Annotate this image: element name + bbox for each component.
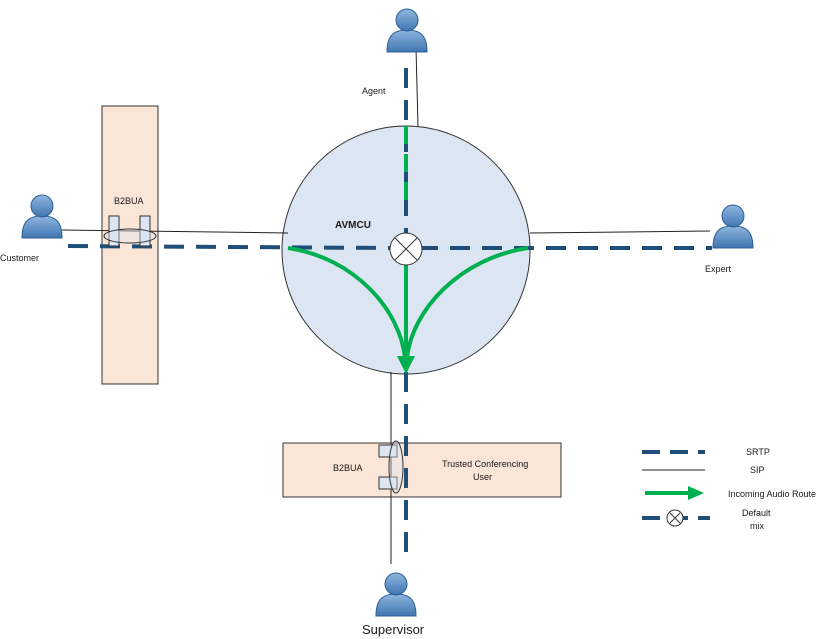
trusted-conferencing-box bbox=[282, 442, 562, 498]
b2bua-bottom-label: B2BUA bbox=[333, 463, 363, 473]
expert-person-icon bbox=[712, 204, 754, 249]
legend-mixer-icon bbox=[666, 509, 684, 527]
b2bua-bottom-connector bbox=[378, 440, 404, 494]
customer-label: Customer bbox=[0, 253, 39, 263]
mixer-icon bbox=[389, 232, 423, 266]
incoming-audio-routes bbox=[287, 126, 529, 359]
audio-route-arrowhead bbox=[397, 356, 415, 374]
legend-audio-route-label: Incoming Audio Route bbox=[728, 489, 816, 499]
legend-srtp-label: SRTP bbox=[746, 447, 770, 457]
supervisor-label: Supervisor bbox=[362, 622, 425, 637]
agent-label: Agent bbox=[362, 86, 386, 96]
customer-person-icon bbox=[21, 194, 63, 239]
supervisor-person-icon bbox=[375, 572, 417, 617]
trusted-user-label-line1: Trusted Conferencing bbox=[442, 459, 528, 469]
b2bua-left-connector bbox=[103, 215, 157, 247]
legend-sip-label: SIP bbox=[750, 465, 765, 475]
srtp-lines bbox=[67, 68, 712, 564]
legend-default-mix-label-line1: Default bbox=[742, 508, 771, 518]
b2bua-left-label: B2BUA bbox=[114, 196, 144, 206]
agent-person-icon bbox=[386, 8, 428, 53]
expert-label: Expert bbox=[705, 264, 732, 274]
legend-audio-route-arrowhead bbox=[688, 486, 704, 500]
sip-lines bbox=[61, 47, 711, 564]
avmcu-label: AVMCU bbox=[335, 220, 371, 231]
legend-default-mix-label-line2: mix bbox=[750, 521, 764, 531]
legend: SRTP SIP Incoming Audio Route Default mi… bbox=[642, 447, 816, 531]
trusted-user-label-line2: User bbox=[473, 472, 492, 482]
